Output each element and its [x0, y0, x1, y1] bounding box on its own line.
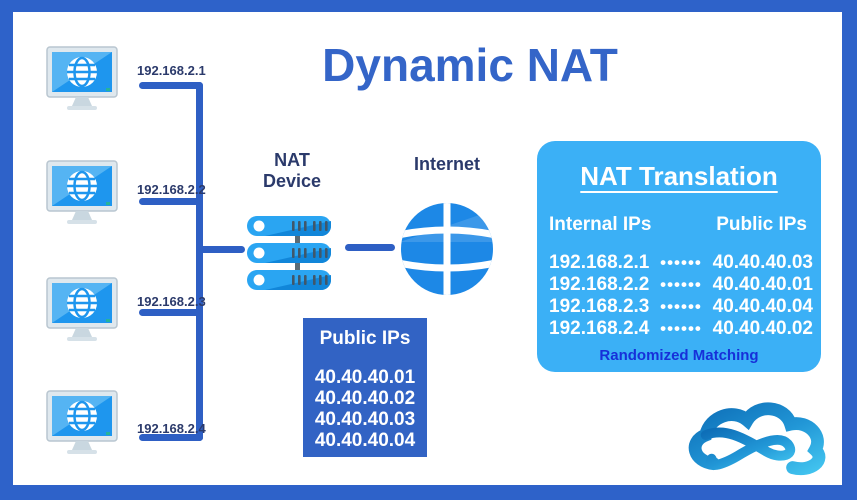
mapping-dots: •••••• — [660, 297, 702, 316]
internal-ip-cell: 192.168.2.3 — [549, 296, 650, 317]
nat-device-icon — [247, 216, 331, 290]
lan-link-line-3 — [139, 309, 203, 316]
brand-cloud-logo — [682, 390, 840, 485]
public-ip-item: 40.40.40.04 — [314, 430, 416, 451]
table-row: 192.168.2.4 •••••• 40.40.40.02 — [549, 318, 813, 340]
nat-device-label-line1: NAT — [274, 150, 310, 170]
nat-to-internet-line — [345, 244, 395, 251]
mapping-dots: •••••• — [660, 275, 702, 294]
public-ip-cell: 40.40.40.04 — [712, 296, 813, 317]
internal-ip-cell: 192.168.2.1 — [549, 252, 650, 273]
lan-trunk-line — [196, 82, 203, 441]
lan-ip-label-2: 192.168.2.2 — [137, 182, 206, 197]
mapping-dots: •••••• — [660, 253, 702, 272]
page-title: Dynamic NAT — [322, 39, 618, 91]
table-row: 192.168.2.2 •••••• 40.40.40.01 — [549, 274, 813, 296]
public-ips-list: 40.40.40.01 40.40.40.02 40.40.40.03 40.4… — [303, 367, 427, 451]
nat-translation-rows: 192.168.2.1 •••••• 40.40.40.03 192.168.2… — [537, 252, 821, 340]
trunk-to-nat-line — [199, 246, 245, 253]
public-ip-cell: 40.40.40.03 — [712, 252, 813, 273]
lan-link-line-4 — [139, 434, 203, 441]
lan-ip-label-4: 192.168.2.4 — [137, 421, 206, 436]
lan-link-line-1 — [139, 82, 203, 89]
public-ip-cell: 40.40.40.01 — [712, 274, 813, 295]
computer-icon-1 — [46, 46, 118, 114]
nat-translation-panel: NAT Translation Internal IPs Public IPs … — [537, 141, 821, 372]
public-ip-item: 40.40.40.01 — [314, 367, 416, 388]
public-ips-panel: Public IPs 40.40.40.01 40.40.40.02 40.40… — [303, 318, 427, 457]
diagram-canvas: Dynamic NAT — [13, 12, 842, 485]
computer-icon-3 — [46, 277, 118, 345]
nat-translation-header-row: Internal IPs Public IPs — [537, 214, 821, 236]
nat-device-label: NAT Device — [248, 150, 336, 192]
nat-device-label-line2: Device — [262, 171, 322, 191]
internet-globe-icon — [400, 202, 494, 296]
internet-label: Internet — [413, 154, 480, 174]
computer-icon-4 — [46, 390, 118, 458]
computer-icon-2 — [46, 160, 118, 228]
randomized-matching-note: Randomized Matching — [599, 347, 759, 364]
lan-ip-label-3: 192.168.2.3 — [137, 294, 206, 309]
public-ip-item: 40.40.40.03 — [314, 409, 416, 430]
public-ip-item: 40.40.40.02 — [314, 388, 416, 409]
table-row: 192.168.2.1 •••••• 40.40.40.03 — [549, 252, 813, 274]
mapping-dots: •••••• — [660, 319, 702, 338]
table-row: 192.168.2.3 •••••• 40.40.40.04 — [549, 296, 813, 318]
public-ip-cell: 40.40.40.02 — [712, 318, 813, 339]
column-header-internal-ips: Internal IPs — [549, 214, 652, 235]
lan-link-line-2 — [139, 198, 203, 205]
column-header-public-ips: Public IPs — [716, 214, 807, 235]
nat-translation-title: NAT Translation — [580, 161, 778, 191]
internal-ip-cell: 192.168.2.4 — [549, 318, 650, 339]
lan-ip-label-1: 192.168.2.1 — [137, 63, 206, 78]
internal-ip-cell: 192.168.2.2 — [549, 274, 650, 295]
public-ips-title: Public IPs — [319, 328, 411, 349]
